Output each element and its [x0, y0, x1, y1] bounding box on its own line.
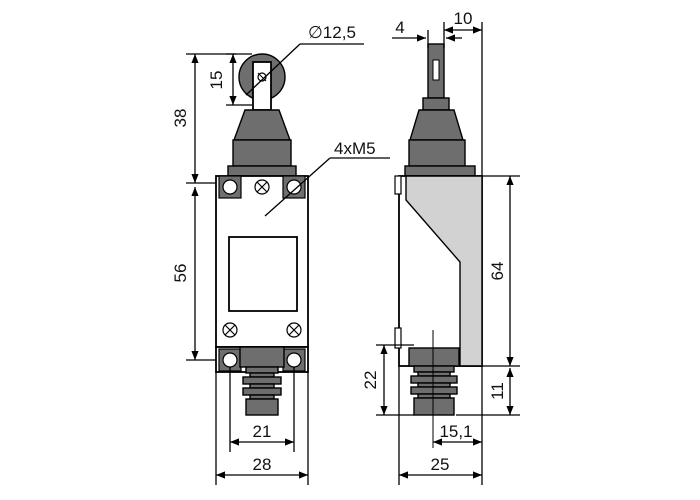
mount-hole-bottom-right — [282, 348, 306, 372]
label-plunger-spacing: 21 — [253, 422, 272, 441]
label-side-height: 64 — [488, 262, 507, 281]
screw-top-center — [254, 179, 270, 195]
label-bottom-offset: 11 — [488, 382, 507, 400]
label-plunger-offset: 15,1 — [439, 422, 472, 441]
switch-window — [228, 236, 298, 312]
side-view — [394, 43, 483, 448]
label-roller-height: 15 — [207, 71, 226, 90]
screw-mid-right — [286, 322, 302, 338]
label-roller-offset: 10 — [454, 9, 473, 28]
front-view — [215, 53, 309, 416]
label-body-height: 56 — [171, 264, 190, 283]
label-roller-diameter: ∅12,5 — [308, 23, 356, 42]
actuator-collar — [232, 139, 292, 167]
actuator-head — [232, 109, 292, 141]
label-depth: 25 — [431, 455, 450, 474]
plunger-base — [239, 346, 285, 368]
label-body-width: 28 — [253, 455, 272, 474]
mount-hole-top-left — [218, 175, 242, 199]
label-mount-thread: 4xM5 — [334, 139, 376, 158]
mount-hole-top-right — [282, 175, 306, 199]
label-roller-width: 4 — [395, 18, 404, 37]
plunger-boot — [242, 366, 282, 416]
screw-mid-left — [222, 322, 238, 338]
label-actuator-height: 38 — [171, 109, 190, 128]
side-plunger-boot — [410, 365, 458, 416]
dimension-lines — [186, 22, 520, 485]
label-plunger-height: 22 — [361, 371, 380, 390]
side-actuator-head — [409, 109, 464, 141]
